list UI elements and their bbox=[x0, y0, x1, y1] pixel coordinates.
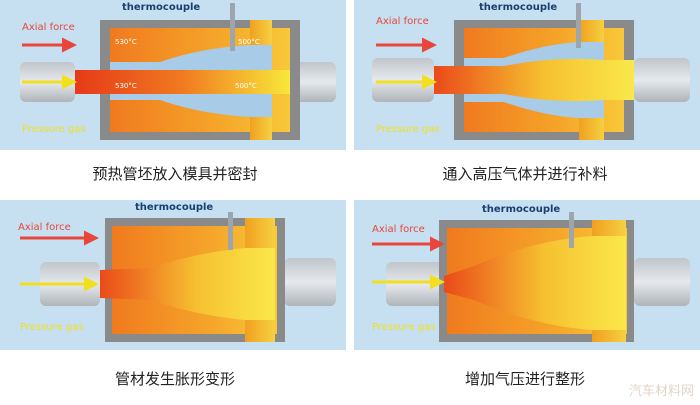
tube-bulged bbox=[100, 248, 275, 320]
left-plug bbox=[372, 58, 434, 102]
thermocouple-label: thermocouple bbox=[122, 2, 201, 13]
thermocouple-probe bbox=[576, 3, 581, 48]
thermocouple-probe bbox=[228, 212, 233, 250]
axial-force-label: Axial force bbox=[372, 224, 425, 235]
caption-step-4: 增加气压进行整形 bbox=[464, 370, 585, 388]
thermocouple-label: thermocouple bbox=[479, 2, 558, 13]
tube-expanding bbox=[434, 58, 634, 102]
caption-step-3: 管材发生胀形变形 bbox=[114, 370, 235, 388]
panel-bulging-diagram bbox=[20, 212, 336, 342]
tube-calibrated bbox=[444, 236, 626, 330]
pressure-gas-label: Pressure gas bbox=[20, 322, 84, 333]
tube-blank bbox=[75, 70, 290, 94]
panel-calibration: thermocouple Axial force Pressure gas bbox=[354, 200, 700, 350]
pressure-gas-label: Pressure gas bbox=[22, 124, 86, 135]
right-plug bbox=[634, 58, 690, 102]
axial-force-label: Axial force bbox=[18, 222, 71, 233]
temp-upper-right: 500°C bbox=[238, 38, 260, 46]
caption-step-2: 通入高压气体并进行补料 bbox=[442, 165, 608, 183]
panel-calibration-diagram bbox=[372, 212, 690, 342]
panel-bulging: thermocouple Axial force Pressure gas bbox=[0, 200, 346, 350]
caption-step-1: 预热管坯放入模具并密封 bbox=[92, 165, 258, 183]
temp-lower-left: 530°C bbox=[115, 82, 137, 90]
axial-force-label: Axial force bbox=[376, 16, 429, 27]
left-plug bbox=[386, 262, 446, 306]
right-plug bbox=[284, 258, 336, 306]
panel-preheat: thermocouple Axial force Pressure gas 53… bbox=[0, 0, 346, 150]
right-plug bbox=[290, 62, 336, 102]
temp-upper-left: 530°C bbox=[115, 38, 137, 46]
temp-lower-right: 500°C bbox=[235, 82, 257, 90]
panel-gas-feed: thermocouple Axial force Pressure gas bbox=[354, 0, 700, 150]
watermark: 汽车材料网 bbox=[628, 384, 694, 399]
thermocouple-probe bbox=[230, 3, 235, 51]
thermocouple-label: thermocouple bbox=[482, 204, 561, 215]
pressure-gas-label: Pressure gas bbox=[372, 322, 436, 333]
axial-force-label: Axial force bbox=[22, 22, 75, 33]
panel-gas-feed-diagram bbox=[372, 3, 690, 140]
pressure-gas-label: Pressure gas bbox=[376, 124, 440, 135]
right-plug bbox=[634, 258, 690, 306]
thermocouple-probe bbox=[569, 212, 574, 248]
panel-preheat-diagram bbox=[20, 3, 336, 140]
thermocouple-label: thermocouple bbox=[135, 202, 214, 213]
